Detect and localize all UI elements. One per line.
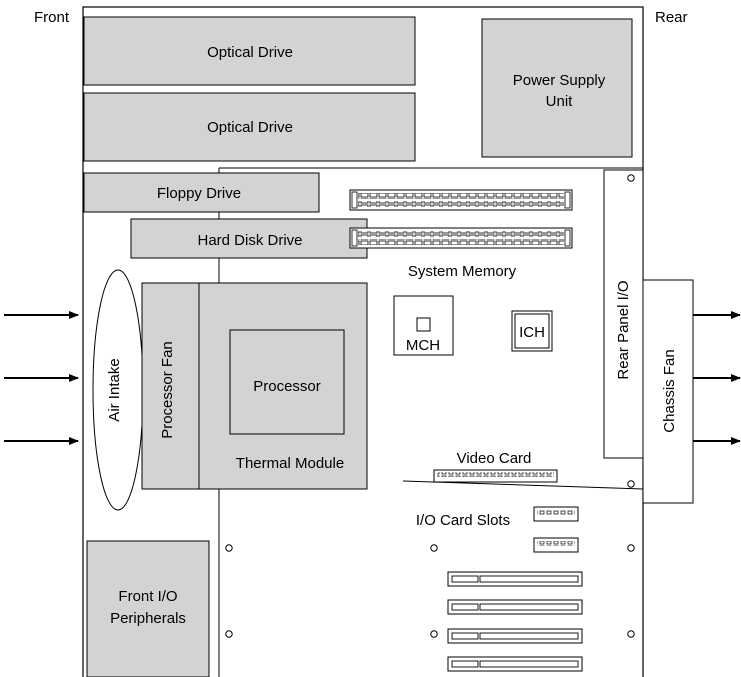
pci-slot-2: [447, 599, 583, 615]
video-card-label: Video Card: [457, 450, 532, 467]
rear-label: Rear: [655, 9, 688, 26]
mch-label: MCH: [406, 337, 440, 354]
rear-panel-io-box: [603, 169, 644, 459]
pci-slot-4: [447, 656, 583, 672]
front-io-label-line1: Front I/O: [118, 588, 177, 605]
mount-hole: [627, 630, 635, 638]
pci-slot-1: [447, 571, 583, 587]
small-slot-2: [533, 537, 579, 553]
memory-module-1: [349, 189, 573, 211]
power-supply-label-line1: Power Supply: [513, 72, 606, 89]
front-io-label-line2: Peripherals: [110, 610, 186, 627]
chassis-fan-box: [642, 279, 694, 504]
mount-hole: [225, 630, 233, 638]
front-label: Front: [34, 9, 70, 26]
mount-hole: [627, 544, 635, 552]
small-slot-1: [533, 506, 579, 522]
ich-inner-box: [514, 313, 550, 349]
system-memory-label: System Memory: [408, 263, 517, 280]
air-intake-label: Air Intake: [106, 358, 123, 421]
front-io-box: [86, 540, 210, 677]
optical-drive-1-box: [83, 16, 416, 86]
optical-drive-1-label: Optical Drive: [207, 44, 293, 61]
mount-hole: [430, 630, 438, 638]
mount-hole: [627, 480, 635, 488]
hard-disk-drive-box: [130, 218, 368, 259]
power-supply-box: [481, 18, 633, 158]
thermal-module-label: Thermal Module: [236, 455, 344, 472]
pci-slot-3: [447, 628, 583, 644]
optical-drive-2-label: Optical Drive: [207, 119, 293, 136]
hard-disk-drive-label: Hard Disk Drive: [197, 232, 302, 249]
rear-panel-io-label: Rear Panel I/O: [615, 280, 632, 379]
chassis-fan-label: Chassis Fan: [661, 349, 678, 432]
mch-chip-icon: [416, 317, 431, 332]
mount-hole: [225, 544, 233, 552]
ich-label: ICH: [519, 324, 545, 341]
processor-box: [229, 329, 345, 435]
mount-hole: [430, 544, 438, 552]
floppy-drive-label: Floppy Drive: [157, 185, 241, 202]
processor-label: Processor: [253, 378, 321, 395]
optical-drive-2-box: [83, 92, 416, 162]
io-card-slots-label: I/O Card Slots: [416, 512, 510, 529]
memory-module-2: [349, 227, 573, 249]
mount-hole: [627, 174, 635, 182]
power-supply-label-line2: Unit: [546, 93, 574, 110]
video-card-slot: [433, 469, 558, 483]
floppy-drive-box: [83, 172, 320, 213]
processor-fan-label: Processor Fan: [159, 341, 176, 439]
